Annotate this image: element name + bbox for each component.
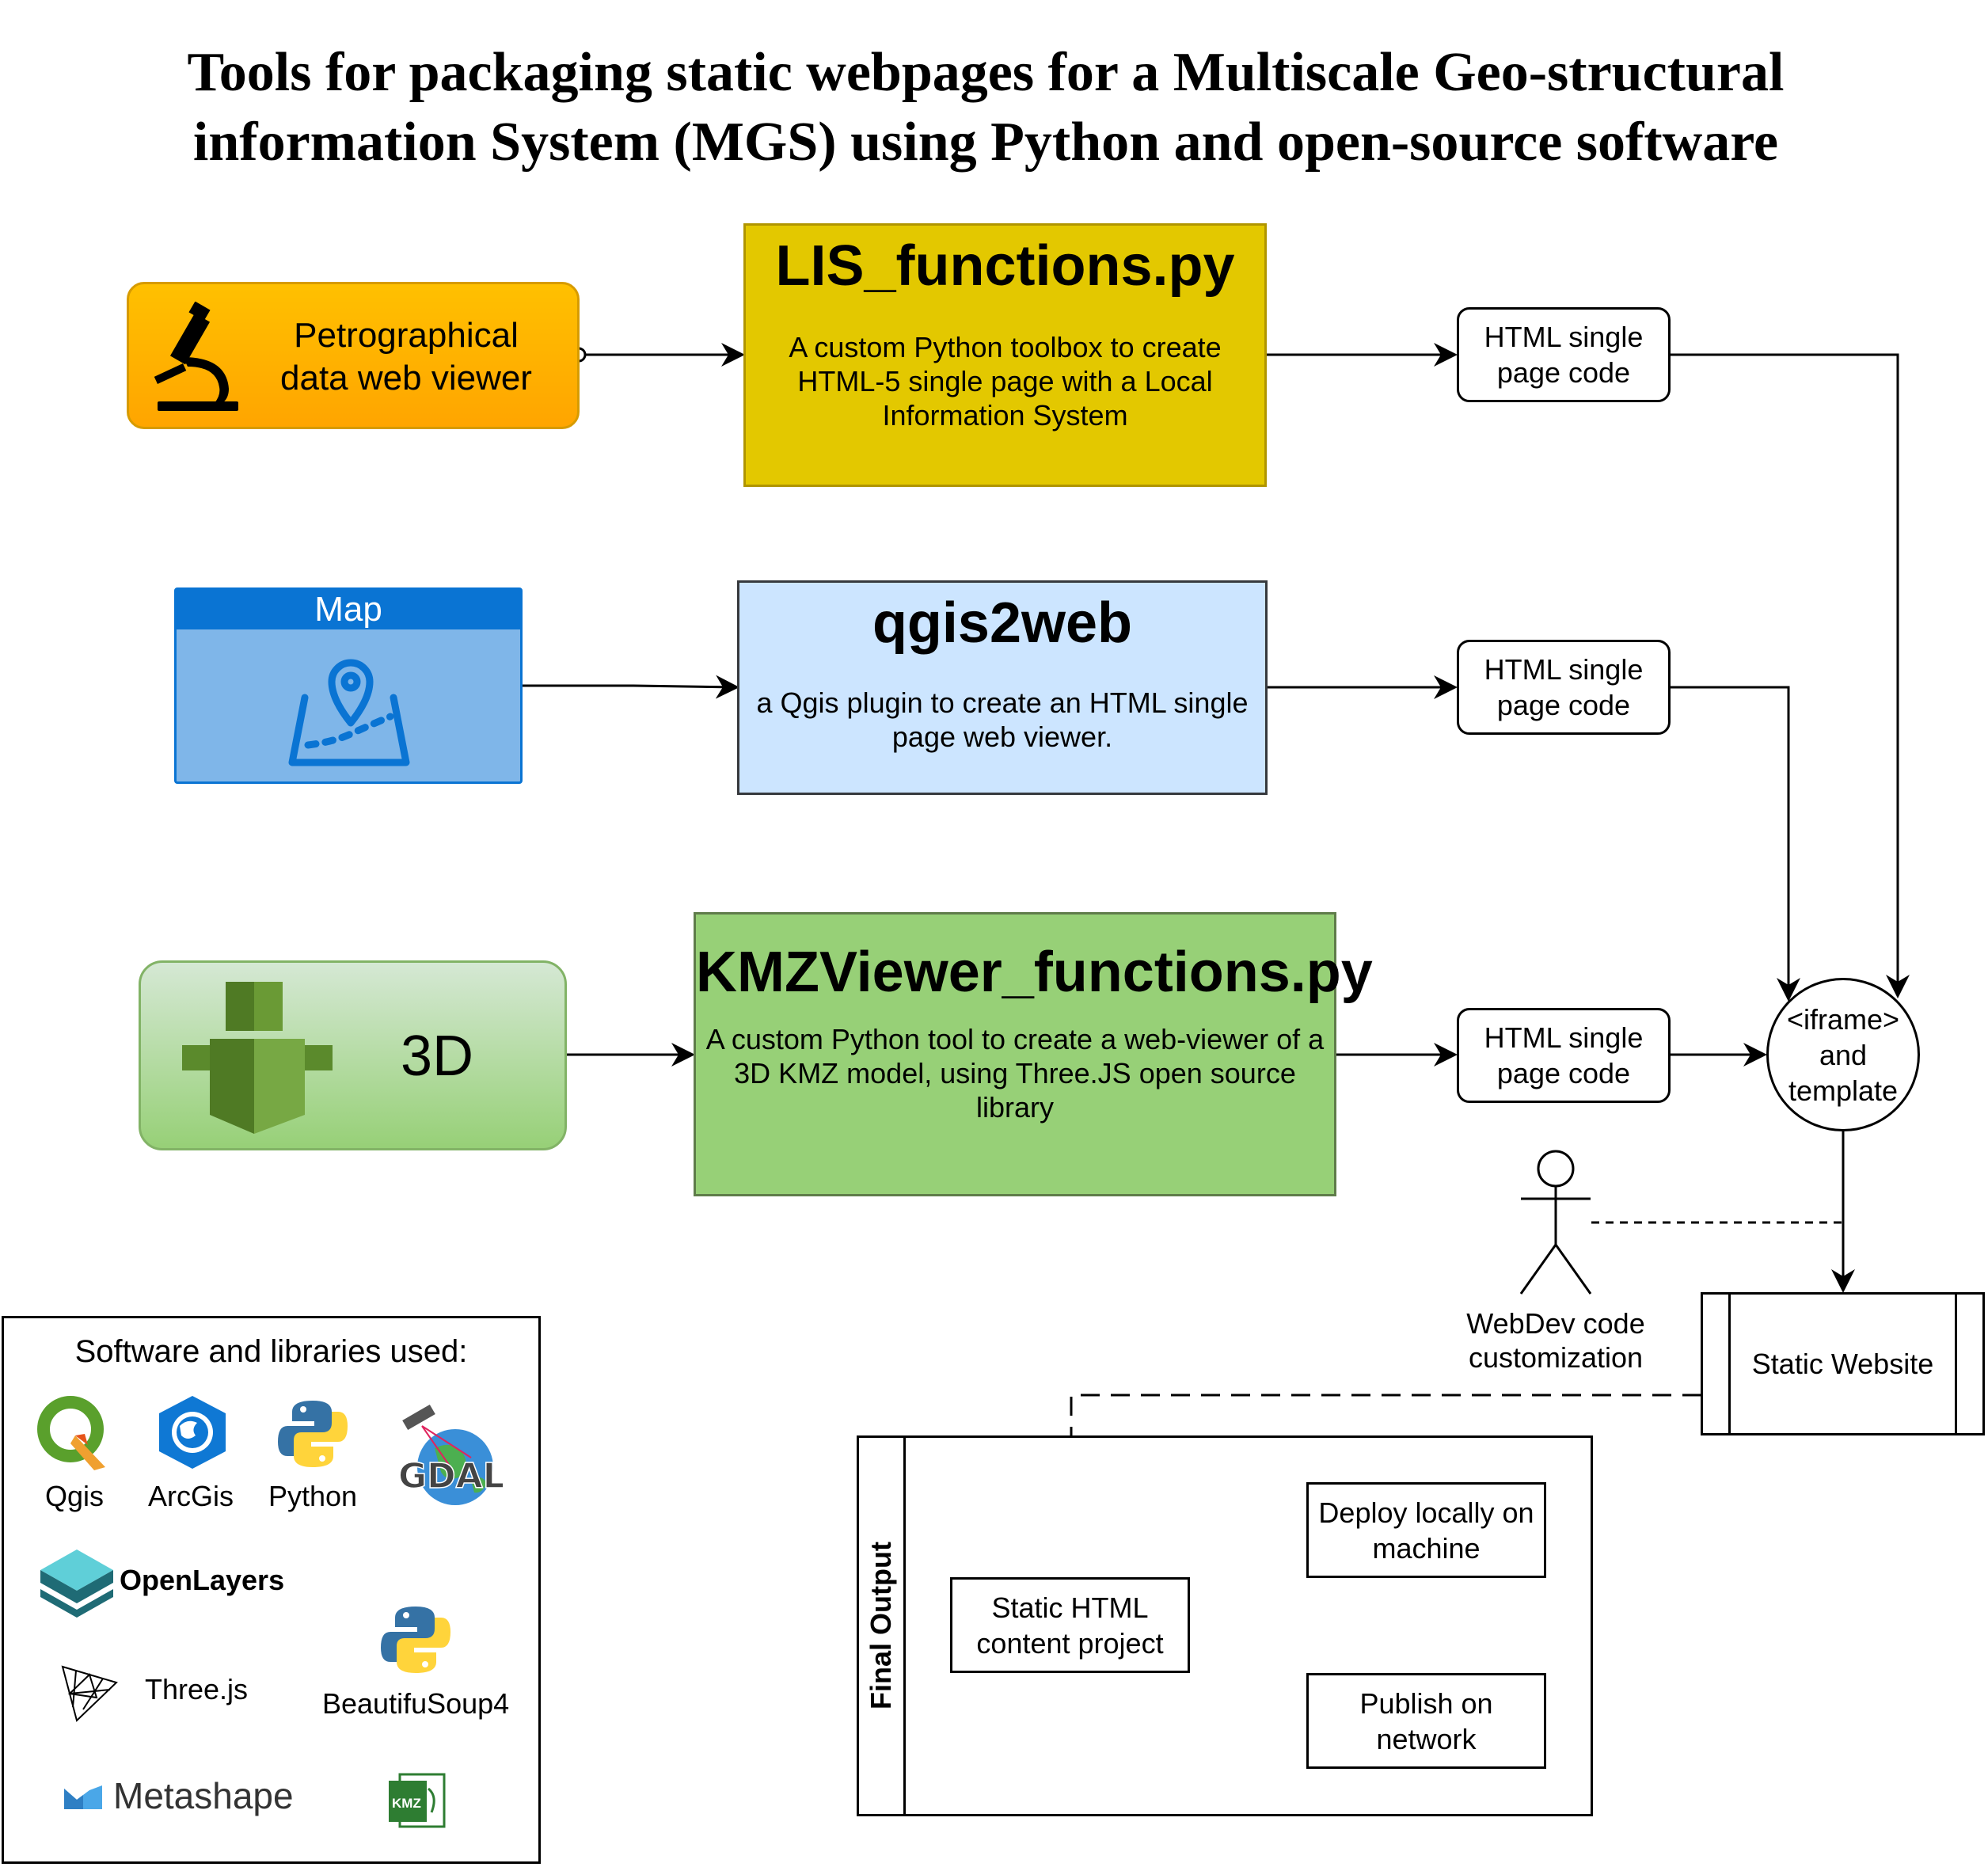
petro-viewer-label: Petrographical data web viewer — [248, 314, 564, 400]
publish-line-1: Publish on — [1359, 1686, 1493, 1720]
deploy-line-1: Deploy locally on — [1318, 1496, 1534, 1529]
threejs-label: Three.js — [145, 1673, 249, 1705]
kmz-icon-text: KMZ — [392, 1796, 421, 1811]
webdev-actor-label: WebDev code customization — [1449, 1306, 1663, 1375]
metashape-label: Metashape — [113, 1775, 294, 1816]
qgis2web-title: qgis2web — [872, 591, 1133, 655]
project-line-1: Static HTML — [991, 1591, 1149, 1624]
beautifulsoup-python-logo-icon — [381, 1607, 450, 1673]
publish-line-2: network — [1376, 1722, 1477, 1755]
qgis-logo-icon — [37, 1396, 105, 1470]
title-line-2: information System (MGS) using Python an… — [192, 112, 1779, 173]
iframe-line-2: and — [1819, 1038, 1868, 1071]
threejs-logo-icon — [61, 1665, 118, 1722]
beautifulsoup-label: BeautifuSoup4 — [322, 1687, 510, 1720]
html-box-2-line-2: page code — [1496, 689, 1631, 721]
gdal-logo-text: GDAL — [398, 1456, 503, 1496]
3d-cube-icon — [182, 982, 333, 1134]
iframe-line-3: template — [1788, 1074, 1899, 1107]
html-box-1-line-2: page code — [1496, 356, 1631, 389]
html-box-3-line-2: page code — [1496, 1057, 1631, 1089]
map-box: Map — [174, 587, 523, 784]
python-logo-icon — [278, 1401, 348, 1467]
software-legend-box: Software and libraries used: Qgis ArcGis… — [2, 1316, 541, 1864]
static-website-box: Static Website — [1701, 1292, 1985, 1435]
html-page-code-box-1: HTML single page code — [1457, 307, 1671, 402]
kmzviewer-functions-box: KMZViewer_functions.py A custom Python t… — [694, 912, 1373, 1196]
kmz-file-icon: KMZ — [389, 1773, 446, 1828]
html-page-code-box-2: HTML single page code — [1457, 640, 1671, 735]
three-d-box: 3D — [139, 960, 567, 1150]
petro-label-line-1: Petrographical — [294, 316, 519, 355]
webdev-actor-icon — [1519, 1150, 1592, 1295]
openlayers-label: OpenLayers — [120, 1564, 285, 1596]
petro-label-line-2: data web viewer — [280, 359, 532, 397]
metashape-logo-icon — [64, 1785, 102, 1809]
static-website-divider-left — [1728, 1295, 1731, 1433]
arcgis-label: ArcGis — [148, 1480, 234, 1512]
title-line-1: Tools for packaging static webpages for … — [187, 42, 1785, 103]
html-box-3-line-1: HTML single — [1484, 1021, 1644, 1054]
final-output-label: Final Output — [865, 1542, 897, 1709]
arrow-map-to-qgis2web — [523, 675, 739, 699]
map-box-header: Map — [177, 590, 520, 629]
final-output-divider — [903, 1438, 906, 1814]
petro-viewer-box: Petrographical data web viewer — [127, 282, 580, 429]
arrow-html1-to-iframe — [1671, 353, 1910, 998]
gdal-logo-icon: GDAL — [397, 1404, 503, 1505]
software-legend-heading: Software and libraries used: — [74, 1334, 468, 1369]
deploy-line-2: machine — [1372, 1531, 1481, 1565]
python-label: Python — [268, 1480, 358, 1512]
qgis2web-desc: a Qgis plugin to create an HTML single p… — [756, 686, 1249, 753]
actor-label-line-2: customization — [1468, 1341, 1644, 1374]
static-website-divider-right — [1955, 1295, 1957, 1433]
lis-functions-desc: A custom Python toolbox to create HTML-5… — [789, 331, 1222, 432]
kmzviewer-functions-title: KMZViewer_functions.py — [696, 941, 1373, 1004]
microscope-icon — [154, 302, 238, 411]
project-line-2: content project — [976, 1626, 1164, 1660]
actor-label-line-1: WebDev code — [1466, 1307, 1645, 1340]
qgis-label: Qgis — [45, 1480, 105, 1512]
html-page-code-box-3: HTML single page code — [1457, 1008, 1671, 1103]
iframe-line-1: <iframe> — [1786, 1002, 1900, 1036]
iframe-template-node: <iframe> and template — [1766, 978, 1920, 1131]
three-d-label: 3D — [401, 1025, 474, 1088]
qgis2web-box: qgis2web a Qgis plugin to create an HTML… — [737, 580, 1268, 795]
arcgis-logo-icon — [159, 1396, 226, 1469]
kmzviewer-functions-desc: A custom Python tool to create a web-vie… — [705, 1023, 1325, 1124]
html-box-2-line-1: HTML single — [1484, 653, 1644, 686]
html-box-1-line-1: HTML single — [1484, 321, 1644, 353]
static-website-label: Static Website — [1751, 1347, 1934, 1380]
lis-functions-title: LIS_functions.py — [775, 234, 1235, 298]
map-pin-icon — [288, 659, 410, 766]
diagram-title: Tools for packaging static webpages for … — [0, 38, 1971, 177]
lis-functions-box: LIS_functions.py A custom Python toolbox… — [743, 223, 1267, 487]
deploy-locally-box: Deploy locally on machine — [1306, 1482, 1546, 1578]
publish-network-box: Publish on network — [1306, 1673, 1546, 1769]
static-html-project-box: Static HTML content project — [950, 1577, 1190, 1673]
openlayers-logo-icon — [40, 1549, 113, 1618]
arrow-html2-to-iframe — [1671, 686, 1800, 1002]
